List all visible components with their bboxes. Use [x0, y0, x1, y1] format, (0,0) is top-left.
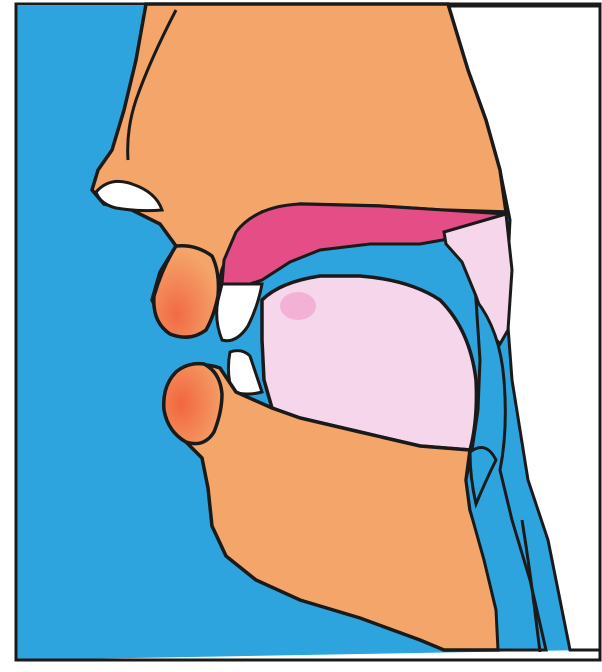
lower-lip [164, 364, 222, 444]
tongue-highlight [280, 292, 316, 320]
